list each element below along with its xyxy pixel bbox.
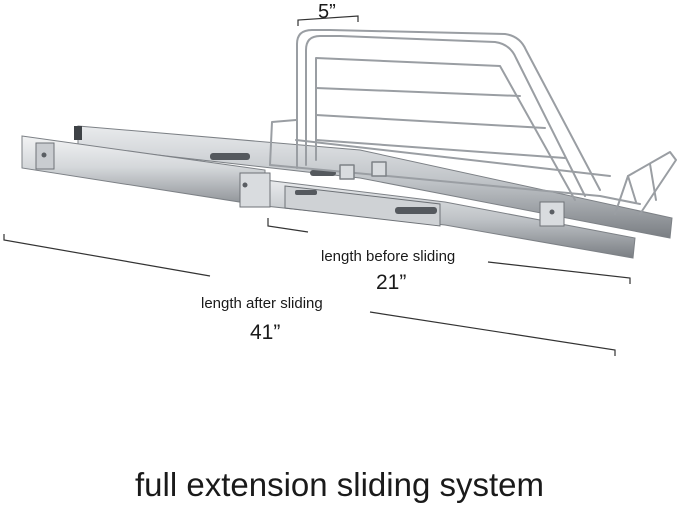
length-after-value: 41” [250, 321, 281, 344]
rail-rivet [41, 152, 47, 158]
after-dimension-line [3, 234, 211, 277]
dimension-lines [3, 15, 631, 356]
before-dimension-line [267, 218, 309, 233]
bearing-slot [395, 207, 437, 214]
length-after-label: length after sliding [201, 295, 323, 312]
rail-stop [74, 126, 82, 140]
caption: full extension sliding system [134, 466, 545, 503]
inner-rail [284, 185, 441, 227]
rail-rivet [242, 182, 248, 188]
rail-rivet [549, 209, 555, 215]
slide-rail-assembly [21, 125, 673, 259]
after-dimension-line [369, 311, 616, 356]
width-dimension-line [297, 15, 359, 26]
length-before-label: length before sliding [321, 248, 456, 265]
length-before-value: 21” [376, 271, 407, 294]
rail-bracket [239, 172, 271, 208]
bearing-slot [210, 153, 250, 160]
bearing-slot [295, 190, 317, 195]
wire-basket [269, 29, 677, 215]
width-dimension-label: 5” [318, 1, 336, 23]
before-dimension-line [487, 261, 631, 284]
